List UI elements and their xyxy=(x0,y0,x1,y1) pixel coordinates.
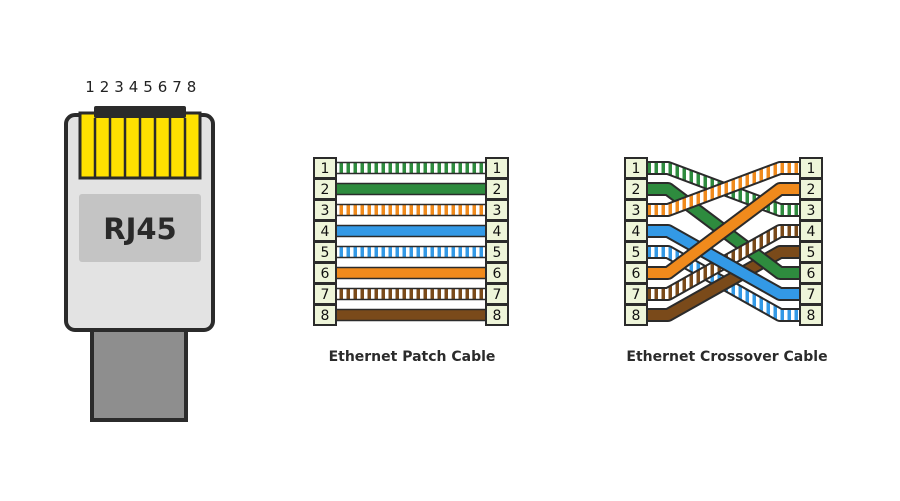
patch-left-pin-number: 2 xyxy=(321,182,330,198)
crossover-wire xyxy=(647,226,800,299)
crossover-right-pins: 1 2 3 4 5 6 7 8 xyxy=(799,157,823,326)
patch-left-pin-box xyxy=(313,304,337,326)
crossover-left-pin-box xyxy=(624,304,648,326)
connector-label: RJ45 xyxy=(103,212,176,246)
patch-left-pin-number: 6 xyxy=(321,266,330,282)
patch-right-pin-box xyxy=(485,304,509,326)
cable-jacket xyxy=(90,328,188,422)
crossover-wires xyxy=(647,161,800,322)
patch-left-pin-number: 4 xyxy=(321,224,330,240)
patch-left-pin-number: 1 xyxy=(321,161,330,177)
patch-cable-caption: Ethernet Patch Cable xyxy=(329,349,496,365)
crossover-left-pin-number: 2 xyxy=(632,182,641,198)
patch-left-pin-number: 5 xyxy=(321,245,330,261)
crossover-right-pin-number: 2 xyxy=(807,182,816,198)
patch-wire xyxy=(335,203,487,217)
crossover-left-pin-number: 4 xyxy=(632,224,641,240)
crossover-left-pin-number: 3 xyxy=(632,203,641,219)
patch-cable-diagram: 1 2 3 4 5 6 7 8 1 2 3 4 5 6 7 8 Ethernet Patch Cable xyxy=(313,157,509,365)
patch-right-pin-number: 2 xyxy=(493,182,502,198)
connector-pin-number: 2 xyxy=(100,78,110,96)
crossover-wire xyxy=(647,163,800,215)
patch-wire xyxy=(335,287,487,301)
crossover-cable-caption: Ethernet Crossover Cable xyxy=(626,349,827,365)
crossover-wire xyxy=(647,184,800,278)
patch-wire xyxy=(335,224,487,238)
patch-wire xyxy=(335,182,487,196)
connector-pin-number: 7 xyxy=(172,78,182,96)
crossover-left-pin-number: 6 xyxy=(632,266,641,282)
crossover-left-pin-number: 7 xyxy=(632,287,641,303)
crossover-right-pin-number: 8 xyxy=(807,308,816,324)
crossover-right-pin-number: 4 xyxy=(807,224,816,240)
patch-left-pin-number: 3 xyxy=(321,203,330,219)
connector-pin-number: 5 xyxy=(143,78,153,96)
patch-left-pins: 1 2 3 4 5 6 7 8 xyxy=(313,157,337,326)
crossover-wire xyxy=(647,247,800,320)
connector-pin-number: 3 xyxy=(114,78,124,96)
patch-wire xyxy=(335,266,487,280)
crossover-right-pin-number: 7 xyxy=(807,287,816,303)
connector-pin-number: 4 xyxy=(129,78,139,96)
patch-wire xyxy=(335,308,487,322)
patch-right-pin-number: 7 xyxy=(493,287,502,303)
crossover-right-pin-number: 6 xyxy=(807,266,816,282)
patch-wires xyxy=(335,161,487,322)
connector-pin-number: 6 xyxy=(158,78,168,96)
crossover-right-pin-number: 3 xyxy=(807,203,816,219)
connector-pin-number: 1 xyxy=(85,78,95,96)
crossover-right-pin-number: 5 xyxy=(807,245,816,261)
connector-pin-number: 8 xyxy=(187,78,197,96)
crossover-cable-diagram: 1 2 3 4 5 6 7 8 1 2 3 4 5 6 7 8 Ethernet Crossover Cab… xyxy=(624,157,828,365)
contact-top-bar xyxy=(94,106,186,118)
patch-right-pin-number: 4 xyxy=(493,224,502,240)
patch-right-pin-number: 5 xyxy=(493,245,502,261)
crossover-left-pin-number: 5 xyxy=(632,245,641,261)
patch-right-pin-number: 8 xyxy=(493,308,502,324)
patch-right-pin-number: 3 xyxy=(493,203,502,219)
label-plate xyxy=(79,194,201,262)
crossover-right-pin-number: 1 xyxy=(807,161,816,177)
contact-pins xyxy=(93,118,187,178)
patch-left-pin-number: 8 xyxy=(321,308,330,324)
patch-right-pins: 1 2 3 4 5 6 7 8 xyxy=(485,157,509,326)
patch-wire xyxy=(335,161,487,175)
patch-wire xyxy=(335,245,487,259)
crossover-left-pin-number: 1 xyxy=(632,161,641,177)
crossover-left-pin-number: 8 xyxy=(632,308,641,324)
patch-left-pin-number: 7 xyxy=(321,287,330,303)
patch-right-pin-number: 1 xyxy=(493,161,502,177)
crossover-left-pins: 1 2 3 4 5 6 7 8 xyxy=(624,157,648,326)
patch-right-pin-number: 6 xyxy=(493,266,502,282)
crossover-right-pin-box xyxy=(799,304,823,326)
